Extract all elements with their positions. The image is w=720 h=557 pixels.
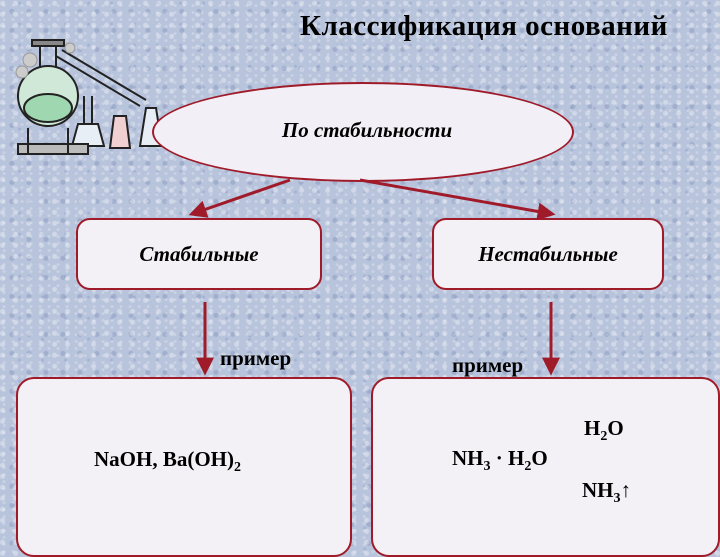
unstable-example-label: пример [452, 353, 524, 377]
criterion-label: По стабильности [281, 118, 453, 142]
stable-example-label: пример [220, 346, 292, 370]
stable-label: Стабильные [139, 241, 259, 266]
lab-flask-icon [15, 39, 217, 155]
ammonia-product: NH3↑ [582, 478, 631, 506]
water-product: H2O [584, 416, 624, 444]
page-title: Классификация оснований [300, 10, 668, 42]
criterion-ellipse [152, 82, 574, 182]
unstable-box: Нестабильные [432, 218, 664, 290]
arrow-to-stable [188, 178, 291, 218]
arrow-to-unstable [359, 178, 556, 221]
stable-box: Стабильные [76, 218, 322, 290]
stable-examples-panel [16, 377, 352, 557]
unstable-examples-panel [371, 377, 720, 557]
stable-formula: NaOH, Ba(OH)2 [94, 447, 241, 475]
unstable-label: Нестабильные [478, 241, 618, 266]
unstable-formula: NH3 · H2O [452, 446, 548, 474]
